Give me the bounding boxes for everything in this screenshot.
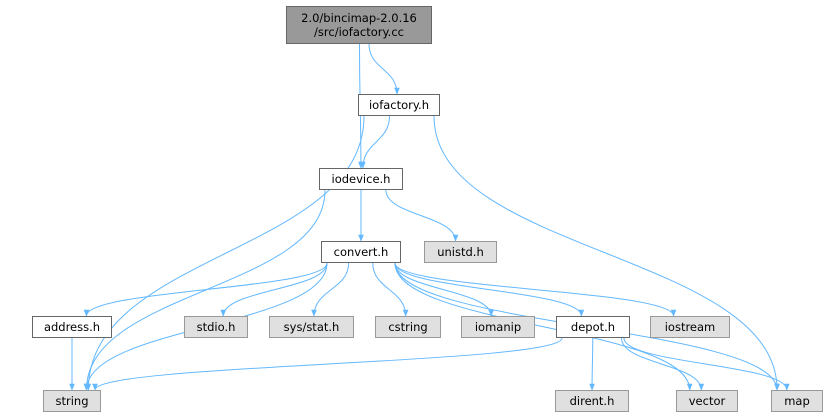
node-root-line2: /src/iofactory.cc — [314, 25, 404, 39]
edge-iodevice-to-unistd — [385, 189, 459, 242]
edge-root-to-iofactory — [368, 43, 400, 95]
node-iomanip[interactable]: iomanip — [461, 316, 535, 338]
edge-convert-to-sysstat — [311, 262, 350, 317]
edge-depot-to-map — [623, 337, 790, 391]
node-label: string — [55, 394, 89, 408]
node-label: iodevice.h — [331, 172, 391, 186]
edge-iofactory-to-iodevice — [360, 115, 390, 169]
edge-depot-to-vector — [621, 337, 705, 391]
edge-convert-to-vector — [394, 262, 693, 391]
node-convert-h[interactable]: convert.h — [321, 241, 401, 263]
edge-depot-to-string — [92, 337, 563, 391]
node-label: sys/stat.h — [283, 320, 340, 334]
node-iofactory-h[interactable]: iofactory.h — [358, 94, 440, 116]
edge-convert-to-address — [83, 262, 328, 317]
node-label: iomanip — [474, 320, 522, 334]
node-label: dirent.h — [569, 394, 615, 408]
edge-convert-to-depot — [394, 262, 585, 317]
node-depot-h[interactable]: depot.h — [556, 316, 630, 338]
edge-iofactory-to-map — [433, 115, 780, 391]
node-stdio-h[interactable]: stdio.h — [184, 316, 248, 338]
edge-convert-to-cstring — [372, 262, 409, 317]
node-map[interactable]: map — [771, 390, 823, 412]
node-cstring[interactable]: cstring — [375, 316, 441, 338]
node-label: depot.h — [570, 320, 616, 334]
node-label: iofactory.h — [368, 98, 430, 112]
node-dirent-h[interactable]: dirent.h — [555, 390, 629, 412]
node-label: cstring — [388, 320, 428, 334]
edge-convert-to-stdio — [220, 262, 328, 317]
node-unistd-h[interactable]: unistd.h — [424, 241, 497, 263]
edge-convert-to-iostream — [394, 262, 677, 317]
node-label: map — [784, 394, 810, 408]
node-label: stdio.h — [196, 320, 236, 334]
node-root-line1: 2.0/bincimap-2.0.16 — [301, 11, 417, 25]
node-string[interactable]: string — [43, 390, 101, 412]
node-vector[interactable]: vector — [676, 390, 738, 412]
edge-convert-to-iomanip — [394, 262, 494, 317]
node-iostream[interactable]: iostream — [650, 316, 730, 338]
node-root-iofactory-cc[interactable]: 2.0/bincimap-2.0.16 /src/iofactory.cc — [286, 6, 432, 44]
node-label: unistd.h — [437, 245, 484, 259]
node-address-h[interactable]: address.h — [32, 316, 112, 338]
node-label: address.h — [43, 320, 101, 334]
node-label: convert.h — [333, 245, 389, 259]
edge-iofactory-to-string — [85, 115, 365, 391]
edge-depot-to-dirent — [589, 337, 595, 391]
node-label: vector — [688, 394, 726, 408]
node-iodevice-h[interactable]: iodevice.h — [319, 168, 403, 190]
node-sys-stat-h[interactable]: sys/stat.h — [269, 316, 354, 338]
node-label: iostream — [664, 320, 716, 334]
